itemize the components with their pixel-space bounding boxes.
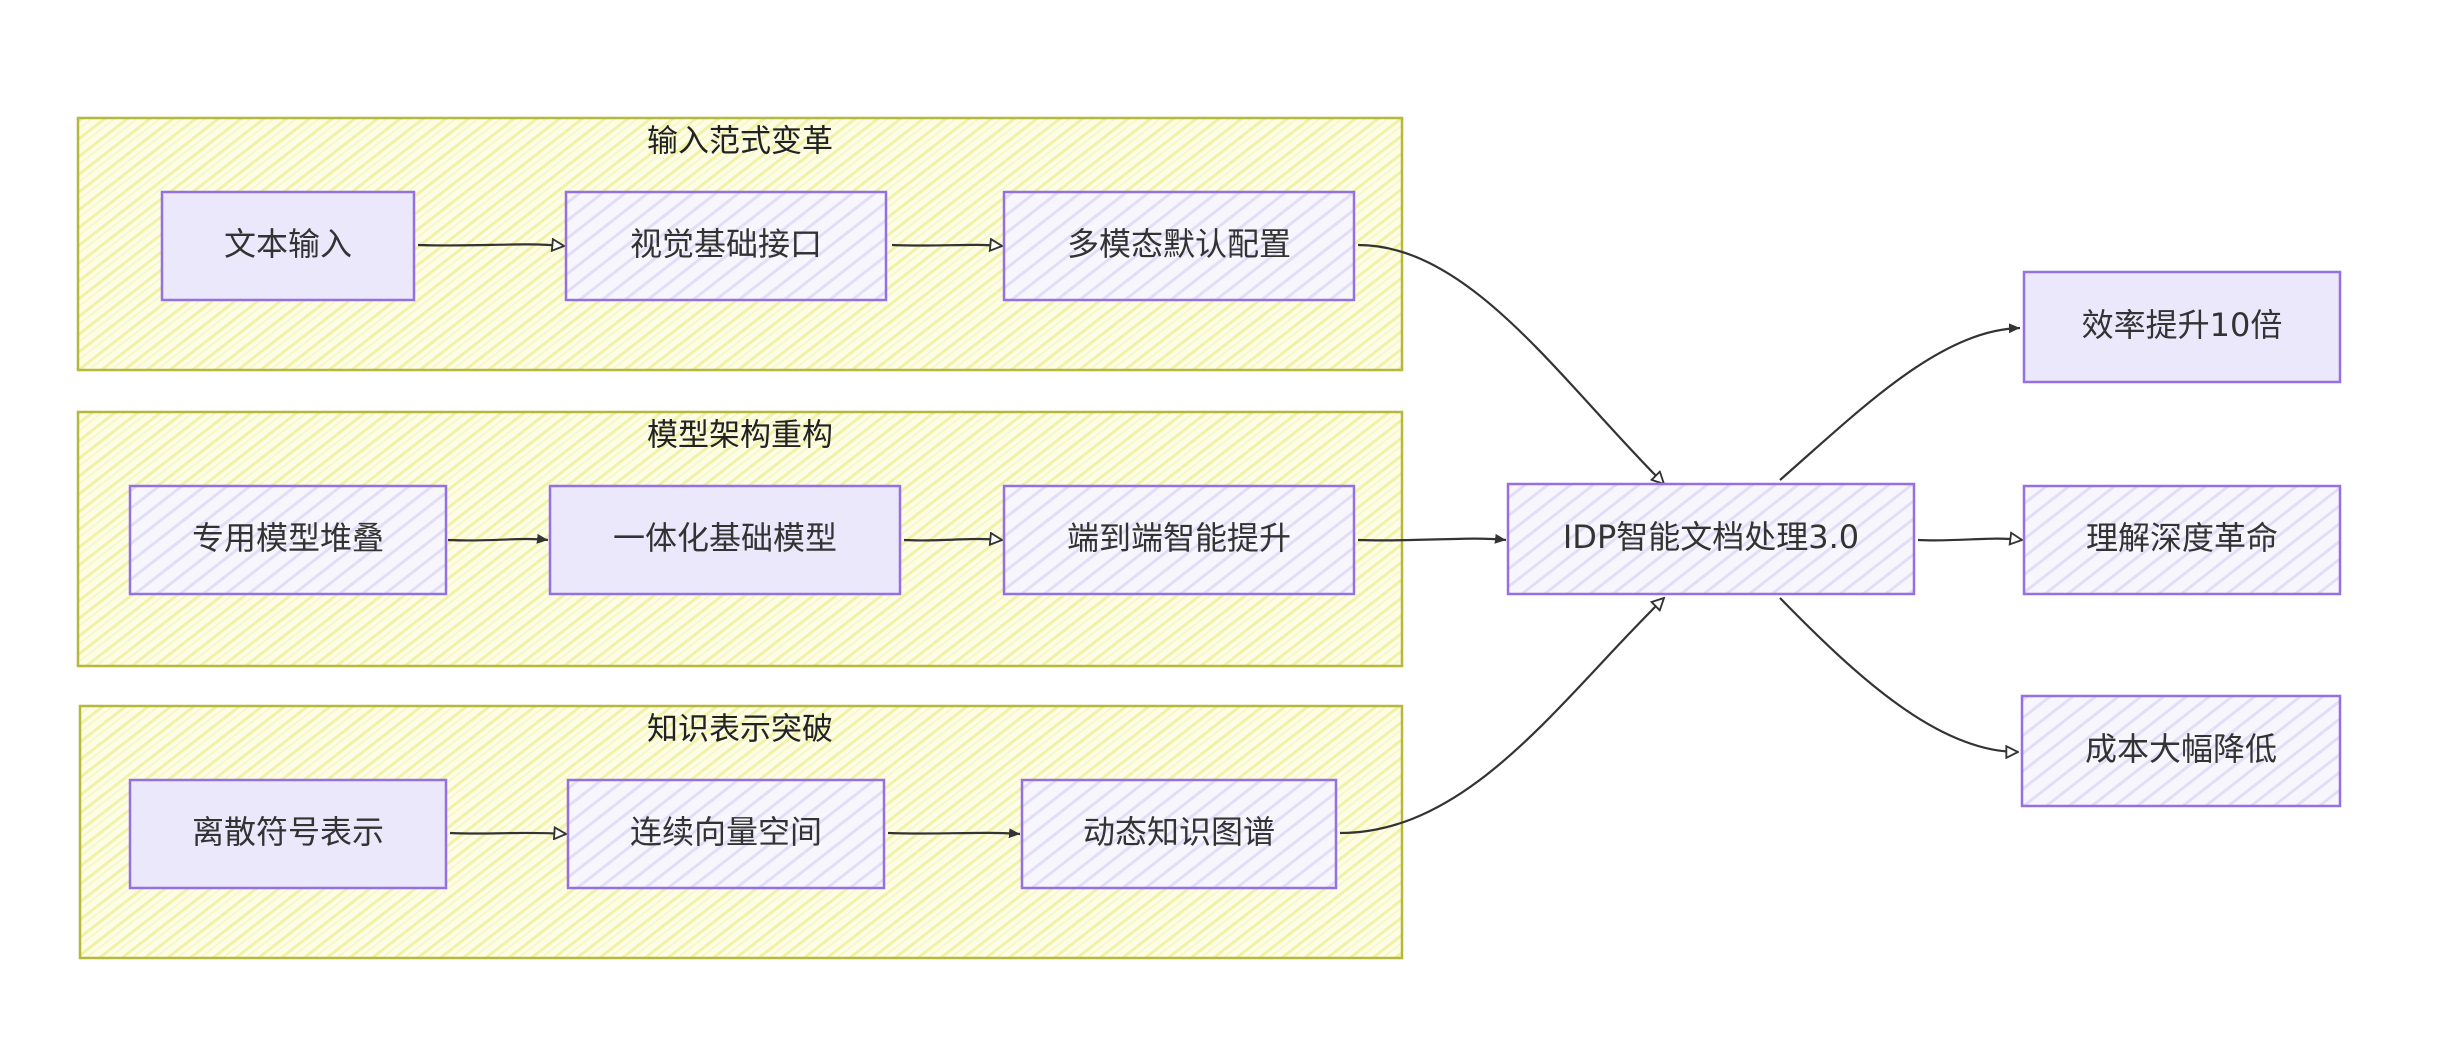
node-label-discrete-symbols: 离散符号表示	[192, 813, 384, 851]
edge-discrete-to-vector	[449, 833, 566, 834]
node-e2e-boost: 端到端智能提升	[1002, 484, 1356, 596]
node-label-cost: 成本大幅降低	[2085, 730, 2277, 768]
node-vector-space: 连续向量空间	[566, 778, 886, 890]
edge-vector-to-dynamic-kg	[887, 828, 1021, 839]
node-specialized-stack: 专用模型堆叠	[128, 484, 448, 596]
group-title-knowledge-representation: 知识表示突破	[647, 712, 833, 748]
edge-idp-to-cost	[1779, 597, 2018, 752]
edge-idp-to-understanding	[1917, 539, 2022, 541]
group-title-input-paradigm: 输入范式变革	[647, 124, 833, 160]
node-label-dynamic-kg: 动态知识图谱	[1083, 813, 1275, 851]
node-idp: IDP智能文档处理3.0	[1506, 482, 1916, 596]
edge-multimodal-to-idp	[1357, 243, 1664, 484]
node-label-specialized-stack: 专用模型堆叠	[192, 519, 384, 557]
node-dynamic-kg: 动态知识图谱	[1020, 778, 1338, 890]
node-efficiency: 效率提升10倍	[2022, 270, 2342, 384]
group-title-model-architecture: 模型架构重构	[647, 418, 833, 454]
node-label-visual-interface: 视觉基础接口	[630, 225, 822, 263]
node-cost: 成本大幅降低	[2020, 694, 2342, 808]
node-label-e2e-boost: 端到端智能提升	[1067, 519, 1291, 557]
node-label-efficiency: 效率提升10倍	[2082, 306, 2283, 344]
edge-visual-interface-to-multimodal	[891, 245, 1002, 246]
node-visual-interface: 视觉基础接口	[564, 190, 888, 302]
node-label-understanding: 理解深度革命	[2086, 519, 2278, 557]
node-unified-model: 一体化基础模型	[548, 484, 902, 596]
node-multimodal-default: 多模态默认配置	[1002, 190, 1356, 302]
edge-unified-to-e2e	[903, 539, 1002, 540]
node-understanding: 理解深度革命	[2022, 484, 2342, 596]
node-label-vector-space: 连续向量空间	[630, 813, 822, 851]
node-label-multimodal-default: 多模态默认配置	[1067, 225, 1291, 263]
edge-dynamic-kg-to-idp	[1339, 598, 1664, 835]
edges	[417, 243, 2022, 839]
node-label-text-input: 文本输入	[224, 225, 352, 263]
edge-idp-to-efficiency	[1779, 323, 2021, 481]
node-label-idp: IDP智能文档处理3.0	[1563, 518, 1859, 556]
edge-text-input-to-visual-interface	[417, 244, 564, 246]
node-text-input: 文本输入	[160, 190, 416, 302]
edge-specialized-to-unified	[447, 533, 549, 544]
edge-e2e-to-idp	[1357, 533, 1507, 544]
node-discrete-symbols: 离散符号表示	[128, 778, 448, 890]
node-label-unified-model: 一体化基础模型	[613, 519, 837, 557]
